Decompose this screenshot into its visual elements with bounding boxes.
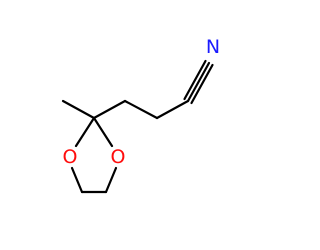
bond-ch2-ch2 — [123, 99, 159, 120]
bond-o-left-ch2 — [70, 166, 84, 194]
oxygen-left-atom-label: O — [63, 146, 78, 168]
bond-methyl — [61, 99, 96, 120]
bonds — [61, 59, 214, 194]
bond-c2-ch2 — [92, 99, 127, 120]
molecule-structure-diagram: N O O — [61, 36, 221, 194]
oxygen-right-atom-label: O — [111, 146, 126, 168]
bond-ch2-o-right — [104, 166, 118, 194]
atom-labels: N O O — [63, 36, 221, 168]
bond-triple-1 — [186, 61, 211, 103]
bond-triple-2 — [190, 63, 214, 105]
bond-ch2-cn — [155, 99, 190, 120]
nitrogen-atom-label: N — [206, 36, 220, 58]
bond-c2-o-right — [92, 116, 114, 148]
bond-triple-3 — [183, 59, 207, 101]
bond-c2-o-left — [74, 116, 96, 148]
